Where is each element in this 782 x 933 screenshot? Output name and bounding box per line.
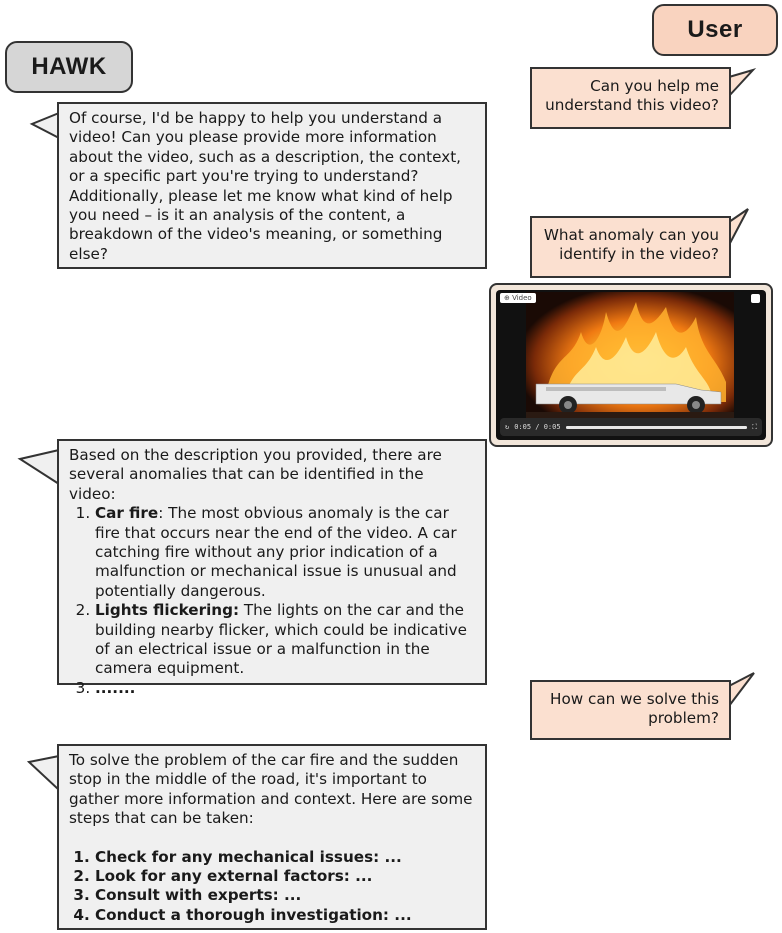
hawk-reply-3-intro: To solve the problem of the car fire and… bbox=[69, 751, 473, 828]
user-message-2: What anomaly can you identify in the vid… bbox=[530, 216, 731, 278]
user-message-1: Can you help me understand this video? bbox=[530, 67, 731, 129]
video-progress-fill bbox=[565, 425, 748, 429]
hawk-speaker-label: HAWK bbox=[5, 41, 133, 93]
video-time: 0:05 / 0:05 bbox=[514, 423, 561, 431]
video-tag: ⊕ Video bbox=[500, 293, 536, 303]
replay-icon[interactable]: ↻ bbox=[505, 423, 510, 431]
expand-icon[interactable] bbox=[751, 294, 760, 303]
list-item: Lights flickering: The lights on the car… bbox=[95, 601, 475, 679]
hawk-reply-2-intro: Based on the description you provided, t… bbox=[69, 446, 442, 503]
list-item: ....... bbox=[95, 679, 475, 698]
user-message-3: How can we solve this problem? bbox=[530, 680, 731, 740]
video-progress-bar[interactable] bbox=[565, 425, 748, 429]
hawk-reply-1: Of course, I'd be happy to help you unde… bbox=[57, 102, 487, 269]
hawk-tail-3 bbox=[26, 754, 60, 793]
hawk-tail-2 bbox=[17, 448, 60, 486]
steps-list: Check for any mechanical issues: ... Loo… bbox=[69, 848, 475, 926]
list-item: Consult with experts: ... bbox=[95, 886, 475, 905]
anomaly-list: Car fire: The most obvious anomaly is th… bbox=[69, 504, 475, 698]
video-tag-label: Video bbox=[512, 294, 532, 302]
list-item: Conduct a thorough investigation: ... bbox=[95, 906, 475, 925]
hawk-tail-1 bbox=[29, 111, 60, 140]
video-controls: ↻ 0:05 / 0:05 ⛶ bbox=[500, 418, 762, 436]
user-message-2-text: What anomaly can you identify in the vid… bbox=[543, 226, 719, 263]
user-message-1-text: Can you help me understand this video? bbox=[545, 77, 719, 114]
user-speaker-label: User bbox=[652, 4, 778, 56]
hawk-reply-2: Based on the description you provided, t… bbox=[57, 439, 487, 697]
user-tail-2 bbox=[728, 208, 749, 246]
car-fire-image bbox=[526, 292, 734, 420]
video-screen: ⊕ Video ↻ 0:05 / 0:05 ⛶ bbox=[496, 290, 766, 440]
list-item: Car fire: The most obvious anomaly is th… bbox=[95, 504, 475, 601]
user-message-3-text: How can we solve this problem? bbox=[550, 690, 719, 727]
video-player: ⊕ Video ↻ 0:05 / 0:05 ⛶ bbox=[489, 283, 773, 447]
hawk-reply-3: To solve the problem of the car fire and… bbox=[57, 744, 487, 930]
list-item: Check for any mechanical issues: ... bbox=[95, 848, 475, 867]
list-item: Look for any external factors: ... bbox=[95, 867, 475, 886]
user-tail-1 bbox=[728, 68, 757, 99]
user-tail-3 bbox=[728, 672, 755, 709]
fullscreen-icon[interactable]: ⛶ bbox=[752, 422, 757, 431]
hawk-reply-1-text: Of course, I'd be happy to help you unde… bbox=[69, 109, 461, 263]
